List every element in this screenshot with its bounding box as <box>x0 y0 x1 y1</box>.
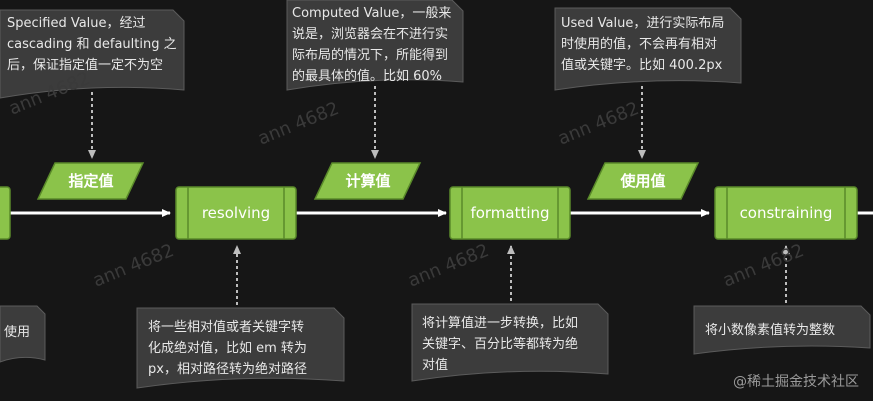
process-label-resolving: resolving <box>201 204 271 222</box>
note-shape-specified <box>0 9 185 99</box>
note-left-partial: 使用 <box>4 325 31 340</box>
process-label-constraining: constraining <box>739 204 833 222</box>
site-credit: @稀土掘金技术社区 <box>733 374 859 390</box>
note-shape-computed <box>286 0 464 91</box>
value-label-computed: 计算值 <box>345 172 391 190</box>
process-label-formatting: formatting <box>470 204 550 222</box>
note-formatting: 将计算值进一步转换，比如 关键字、百分比等都转为绝 对值 <box>422 316 579 373</box>
process-box-formatting <box>449 186 571 240</box>
dashed-connectors <box>88 86 790 305</box>
note-shape-constraining <box>693 305 871 355</box>
process-box-constraining <box>714 186 858 240</box>
value-shape-used <box>586 162 700 200</box>
value-shape-specified <box>36 162 145 200</box>
note-specified: Specified Value，经过 cascading 和 defaultin… <box>7 16 177 73</box>
note-constraining: 将小数像素值转为整数 <box>705 323 836 338</box>
left-partial-node <box>0 186 11 240</box>
note-computed: Computed Value，一般来 说是，浏览器会在不进行实 际布局的情况下，… <box>292 6 452 84</box>
note-shape-formatting <box>411 303 609 382</box>
note-shape-resolving <box>136 307 345 389</box>
note-shape-used <box>554 7 742 91</box>
value-label-used: 使用值 <box>620 172 666 190</box>
note-resolving: 将一些相对值或者关键字转 化成绝对值，比如 em 转为 px，相对路径转为绝对路… <box>148 320 307 377</box>
value-label-specified: 指定值 <box>68 172 114 190</box>
process-box-resolving <box>175 186 297 240</box>
note-shape-left-partial <box>0 305 46 363</box>
note-used: Used Value，进行实际布局 时使用的值，不会再有相对 值或关键字。比如 … <box>561 16 725 73</box>
value-shape-computed <box>313 162 422 200</box>
